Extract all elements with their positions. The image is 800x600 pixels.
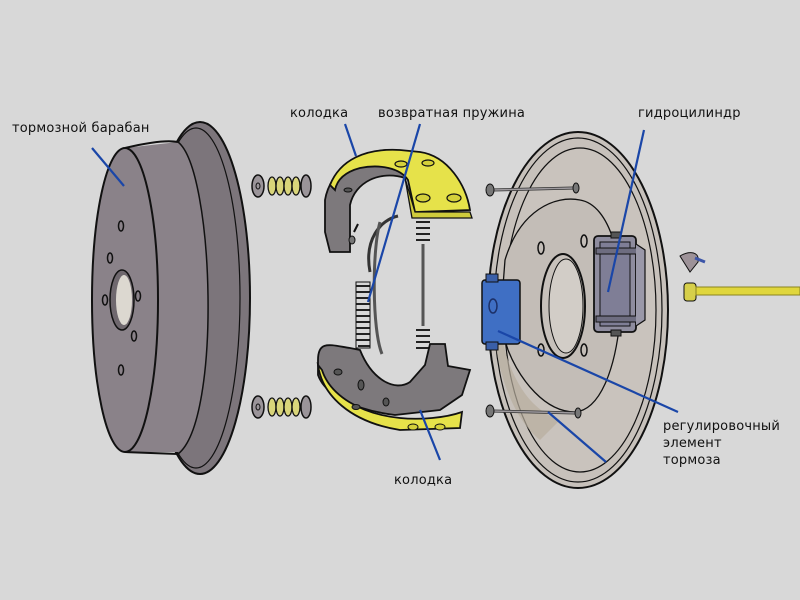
brake-adjuster bbox=[481, 273, 521, 351]
leader-adjuster bbox=[497, 329, 679, 414]
leader-drum bbox=[91, 147, 125, 187]
label-adjuster-line1: регулировочный bbox=[663, 419, 781, 434]
label-brake-drum: тормозной барабан bbox=[12, 121, 150, 136]
hold-down-pin-top bbox=[485, 182, 580, 197]
leader-wheel-cylinder bbox=[606, 129, 646, 293]
leader-return-spring bbox=[366, 123, 422, 303]
label-brake-shoe-top: колодка bbox=[290, 106, 349, 121]
label-return-spring: возвратная пружина bbox=[378, 106, 526, 121]
brake-drum bbox=[91, 121, 251, 475]
brake-shoe-bottom bbox=[316, 343, 472, 431]
return-spring bbox=[355, 214, 430, 355]
leader-adjuster-pin bbox=[547, 411, 607, 463]
wheel-cylinder bbox=[593, 231, 646, 337]
leader-shoe-bottom bbox=[418, 409, 442, 461]
label-wheel-cylinder: гидроцилиндр bbox=[638, 106, 741, 121]
hold-down-spring-top bbox=[251, 174, 312, 198]
label-brake-shoe-bottom: колодка bbox=[394, 473, 453, 488]
brake-line bbox=[679, 252, 800, 302]
label-adjuster-line2: элемент bbox=[663, 436, 722, 451]
hold-down-spring-bottom bbox=[251, 395, 312, 419]
leader-shoe-top bbox=[343, 123, 358, 157]
hold-down-pin-bottom bbox=[485, 404, 582, 419]
label-adjuster-line3: тормоза bbox=[663, 453, 721, 468]
